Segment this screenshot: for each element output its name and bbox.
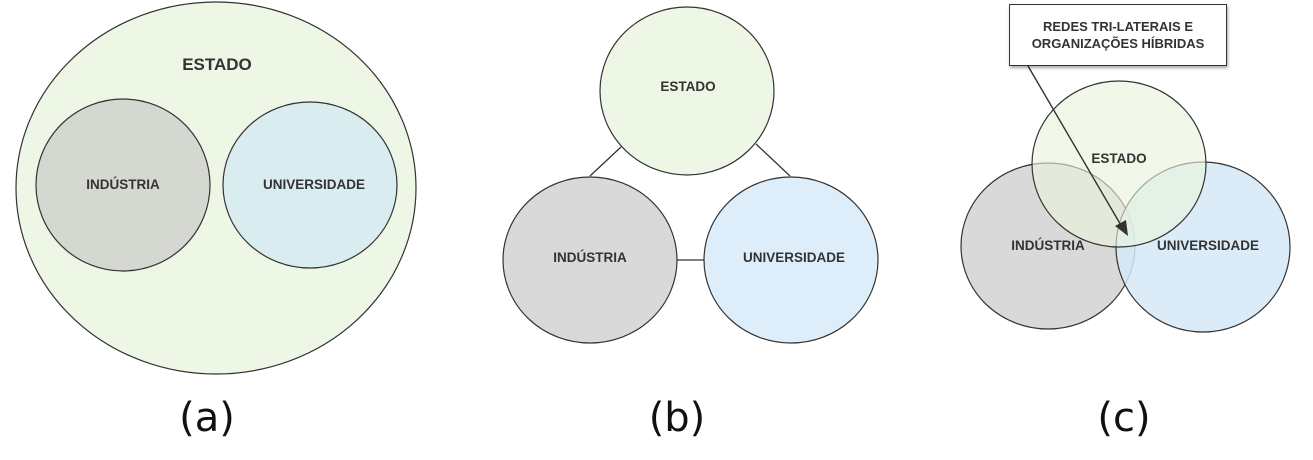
caption-a: (a) (179, 395, 235, 441)
estado-label: ESTADO (1091, 151, 1146, 166)
industria-label: INDÚSTRIA (1011, 238, 1085, 253)
callout-text-line2: ORGANIZAÇÕES HÍBRIDAS (1031, 36, 1205, 51)
estado-outer-circle (15, 1, 417, 375)
callout-box: REDES TRI-LATERAIS E ORGANIZAÇÕES HÍBRID… (1009, 4, 1227, 66)
estado-circle (599, 6, 775, 176)
estado-circle (1031, 80, 1207, 248)
universidade-circle (222, 101, 398, 269)
industria-circle (35, 98, 211, 272)
panel-c: ESTADO INDÚSTRIA UNIVERSIDADE (c) (960, 65, 1291, 441)
industria-circle (502, 176, 678, 344)
panel-b: ESTADO INDÚSTRIA UNIVERSIDADE (b) (502, 6, 879, 441)
caption-b: (b) (649, 395, 706, 441)
callout-text-line1: REDES TRI-LATERAIS E (1043, 19, 1193, 34)
universidade-label: UNIVERSIDADE (743, 250, 845, 265)
estado-label: ESTADO (182, 55, 252, 74)
connector-estado-industria (589, 146, 622, 177)
callout-arrow (1027, 65, 1123, 228)
panel-a: ESTADO INDÚSTRIA UNIVERSIDADE (a) (15, 1, 417, 441)
universidade-circle (703, 176, 879, 344)
connector-estado-universidade (755, 143, 791, 177)
universidade-label: UNIVERSIDADE (263, 177, 365, 192)
universidade-label: UNIVERSIDADE (1157, 238, 1259, 253)
callout-arrowhead (1115, 220, 1128, 236)
industria-label: INDÚSTRIA (86, 177, 160, 192)
caption-c: (c) (1097, 395, 1150, 441)
estado-label: ESTADO (660, 79, 715, 94)
industria-label: INDÚSTRIA (553, 250, 627, 265)
